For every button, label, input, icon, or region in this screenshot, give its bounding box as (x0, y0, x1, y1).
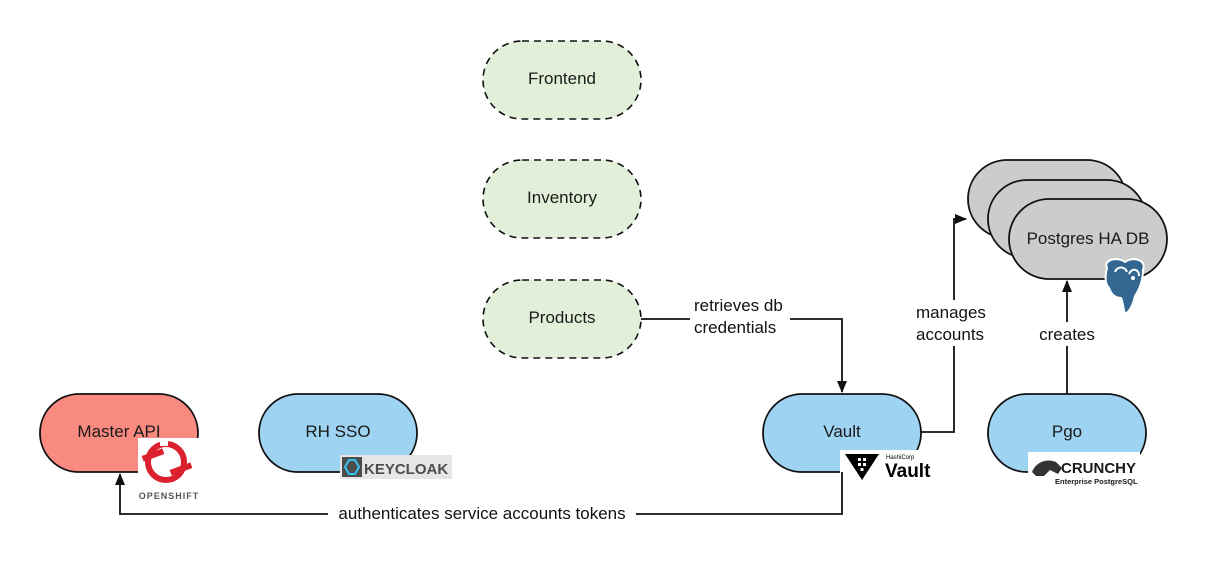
postgres-node-stack[interactable]: Postgres HA DB (967, 159, 1168, 280)
frontend-node[interactable]: Frontend (482, 40, 642, 120)
openshift-logo-text: OPENSHIFT (139, 491, 200, 501)
rh-sso-label: RH SSO (305, 422, 370, 441)
keycloak-icon: KEYCLOAK (340, 455, 452, 479)
frontend-label: Frontend (528, 69, 596, 88)
inventory-label: Inventory (527, 188, 597, 207)
edge-vault-to-master-api: authenticates service accounts tokens (115, 472, 843, 525)
vault-label: Vault (823, 422, 861, 441)
rh-sso-node[interactable]: RH SSO (258, 393, 418, 473)
vault-logo-small-text: HashiCorp (886, 455, 915, 461)
edge-label-retrieves-line2: credentials (694, 318, 776, 337)
keycloak-logo-text: KEYCLOAK (364, 461, 448, 478)
products-label: Products (528, 308, 595, 327)
postgresql-elephant-icon (1104, 258, 1145, 316)
edge-products-to-vault: retrieves db credentials (641, 296, 847, 393)
postgres-primary (1008, 198, 1168, 280)
edge-label-retrieves-line1: retrieves db (694, 296, 783, 315)
inventory-node[interactable]: Inventory (482, 159, 642, 239)
edge-label-manages-line1: manages (916, 303, 986, 322)
crunchy-logo-text: CRUNCHY (1061, 460, 1136, 477)
crunchy-logo-subtext: Enterprise PostgreSQL (1055, 477, 1138, 486)
edge-pgo-to-postgres: creates (1034, 280, 1100, 394)
crunchy-icon: CRUNCHY Enterprise PostgreSQL (1028, 452, 1140, 488)
products-node[interactable]: Products (482, 279, 642, 359)
pgo-label: Pgo (1052, 422, 1082, 441)
openshift-icon: OPENSHIFT (138, 438, 200, 504)
vault-icon: HashiCorp Vault (840, 450, 940, 486)
master-api-label: Master API (77, 422, 160, 441)
edge-label-manages-line2: accounts (916, 325, 984, 344)
edge-label-authenticates: authenticates service accounts tokens (338, 504, 625, 523)
edge-label-creates: creates (1039, 325, 1095, 344)
vault-logo-text: Vault (885, 461, 931, 482)
edge-vault-to-postgres: manages accounts (912, 214, 996, 433)
postgres-label: Postgres HA DB (1027, 229, 1150, 248)
